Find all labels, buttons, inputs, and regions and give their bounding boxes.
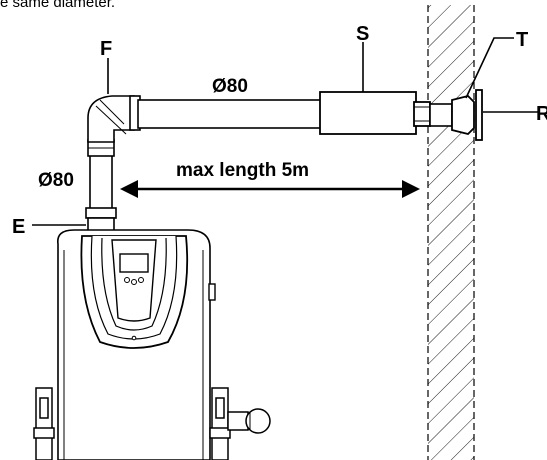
boiler-piping (33, 387, 271, 460)
boiler (57, 229, 216, 460)
wall-pass-pipe (429, 103, 453, 127)
label-silencer: S (356, 23, 369, 45)
horizontal-pipe (137, 99, 323, 129)
terminal (451, 95, 475, 135)
max-length-arrow (120, 180, 420, 198)
caption-fragment: e same diameter. (0, 0, 116, 11)
label-exhaust: E (12, 216, 25, 238)
label-fitting: F (100, 38, 112, 60)
label-rosette: R (536, 103, 547, 125)
vertical-diameter-label: Ø80 (38, 170, 74, 191)
horizontal-diameter-label: Ø80 (212, 76, 248, 97)
leader-lines (32, 37, 538, 226)
max-length-label: max length 5m (176, 160, 309, 181)
vertical-pipe (87, 139, 115, 211)
elbow-fitting (87, 95, 141, 143)
label-terminal: T (516, 29, 528, 51)
silencer (319, 91, 431, 135)
wall (427, 5, 475, 460)
exhaust-collar (85, 207, 117, 233)
rosette (475, 89, 483, 141)
